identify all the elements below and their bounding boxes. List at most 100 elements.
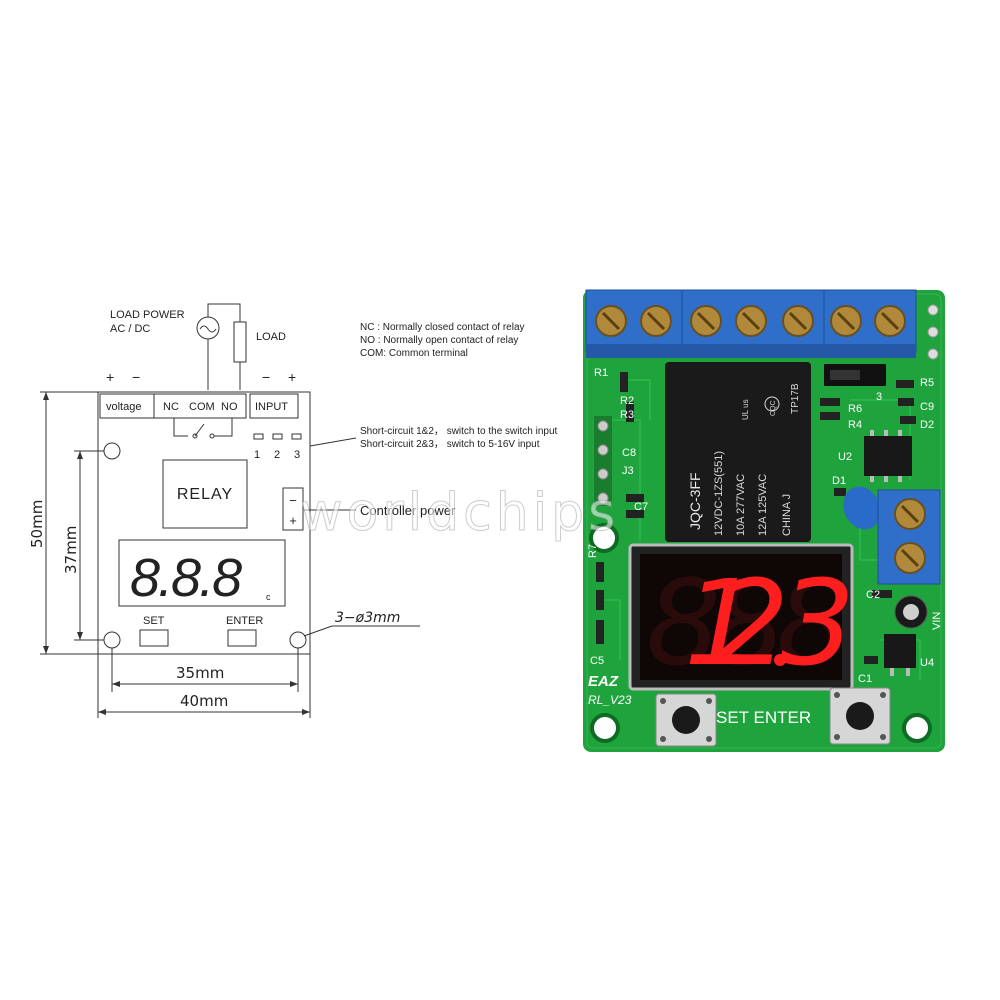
dim-40mm: 40mm [180, 692, 228, 710]
terminal-block-power [877, 489, 941, 585]
u2-chip [864, 436, 912, 476]
wiring-diagram: LOAD POWER AC / DC LOAD + − − + voltage … [28, 303, 558, 718]
display-mark: c [266, 592, 271, 602]
svg-text:888: 888 [646, 554, 846, 692]
label-d1: D1 [832, 475, 846, 487]
voltage-plus: + [106, 369, 114, 385]
wire-top [207, 303, 241, 322]
silkscreen-labels: R1 R2 R3 R5 R6 R4 C9 D2 U2 D1 C8 J3 C7 R… [587, 367, 943, 685]
relay-box-label: RELAY [177, 486, 233, 503]
ctrl-minus: − [289, 493, 297, 508]
pcb-board: JQC-3FF 12VDC-1ZS(551) 10A 277VAC 12A 12… [583, 289, 945, 752]
short-circuit-23: Short-circuit 2&3， switch to 5-16V input [360, 439, 540, 450]
relay-spec-3: 12A 125VAC [757, 474, 769, 536]
voltage-terminal-label: voltage [106, 401, 141, 413]
label-r5: R5 [920, 377, 934, 389]
relay-origin: CHINA J [781, 494, 793, 536]
label-r6: R6 [848, 403, 862, 415]
enter-button[interactable] [829, 687, 891, 745]
hole-spec: 3−ø3mm [335, 610, 400, 626]
set-button-outline [139, 629, 169, 647]
ac-wave-icon [199, 325, 217, 333]
dimension-lines [40, 391, 311, 718]
hole-leader [303, 625, 333, 637]
label-d2: D2 [920, 419, 934, 431]
label-r1: R1 [594, 367, 608, 379]
set-label: SET [143, 615, 165, 627]
smd-components [596, 372, 916, 664]
relay-spec-2: 10A 277VAC [735, 474, 747, 536]
board-brand: EAZ [588, 673, 619, 690]
label-r2: R2 [620, 395, 634, 407]
relay-model: JQC-3FF [687, 472, 703, 530]
label-c1: C1 [858, 673, 872, 685]
label-vin: VIN [931, 612, 943, 630]
label-j3: J3 [622, 465, 634, 477]
pin-3-label: 3 [294, 449, 300, 461]
input-plus: + [288, 369, 296, 385]
pcb-mount-holes [589, 523, 932, 743]
legend-com: COM: Common terminal [360, 348, 468, 359]
label-u2: U2 [838, 451, 852, 463]
cqc-logo-icon [764, 396, 780, 412]
acdc-label: AC / DC [110, 323, 150, 335]
display-box [118, 539, 286, 607]
controller-power-terminal [282, 487, 304, 531]
display-digits: 8.8.8 [130, 548, 242, 608]
no-label: NO [221, 401, 238, 413]
right-header-pins [927, 304, 939, 360]
terminal-screws [595, 305, 906, 337]
com-label: COM [189, 401, 215, 413]
label-c9: C9 [920, 401, 934, 413]
led-display: 888 1 2 3 [628, 543, 856, 692]
jumper-pin-2 [272, 433, 283, 440]
jumper-pin-1 [253, 433, 264, 440]
ctrl-plus: + [289, 513, 297, 528]
label-r4: R4 [848, 419, 862, 431]
set-button[interactable] [655, 693, 717, 747]
relay-box [162, 459, 248, 529]
watermark: worldchips [300, 483, 619, 543]
label-r3: R3 [620, 409, 634, 421]
com-contact [192, 433, 198, 439]
relay-terminal [153, 393, 247, 419]
controller-power-label: Controller power [360, 503, 456, 518]
pin-1-label: 1 [254, 449, 260, 461]
label-c5: C5 [590, 655, 604, 667]
short-circuit-12: Short-circuit 1&2， switch to the switch … [360, 426, 558, 437]
jumper-pin-3 [291, 433, 302, 440]
load-resistor [233, 321, 247, 363]
dim-35mm: 35mm [176, 664, 224, 682]
blue-capacitor [843, 486, 881, 530]
input-label: INPUT [255, 401, 288, 413]
label-c7: C7 [634, 501, 648, 513]
relay-tp: TP17B [790, 383, 801, 414]
input-minus: − [262, 369, 270, 385]
board-set-enter: SET ENTER [716, 708, 811, 727]
jumper-note-leader [309, 437, 357, 447]
pin-2-label: 2 [274, 449, 280, 461]
relay-component: JQC-3FF 12VDC-1ZS(551) 10A 277VAC 12A 12… [665, 362, 811, 542]
relay-ul: UL us [741, 399, 750, 420]
legend-no: NO : Normally open contact of relay [360, 335, 518, 346]
dimension-arrows [43, 392, 310, 715]
dim-37mm: 37mm [62, 526, 80, 574]
relay-cqc: CQC [770, 400, 777, 416]
nc-label: NC [163, 401, 179, 413]
relay-spec-1: 12VDC-1ZS(551) [713, 451, 725, 536]
label-c8: C8 [622, 447, 636, 459]
u4-regulator [884, 634, 916, 668]
label-c2: C2 [866, 589, 880, 601]
enter-label: ENTER [226, 615, 263, 627]
label-jumper-3: 3 [876, 391, 882, 403]
display-digit-1: 1 [684, 554, 759, 692]
j3-header [594, 416, 612, 506]
load-label: LOAD [256, 331, 286, 343]
enter-button-outline [227, 629, 257, 647]
voltage-minus: − [132, 369, 140, 385]
display-digit-3: 3 [780, 554, 855, 692]
display-digit-2: 2 [714, 554, 789, 692]
display-decimal-point [774, 654, 786, 666]
legend-nc: NC : Normally closed contact of relay [360, 322, 525, 333]
